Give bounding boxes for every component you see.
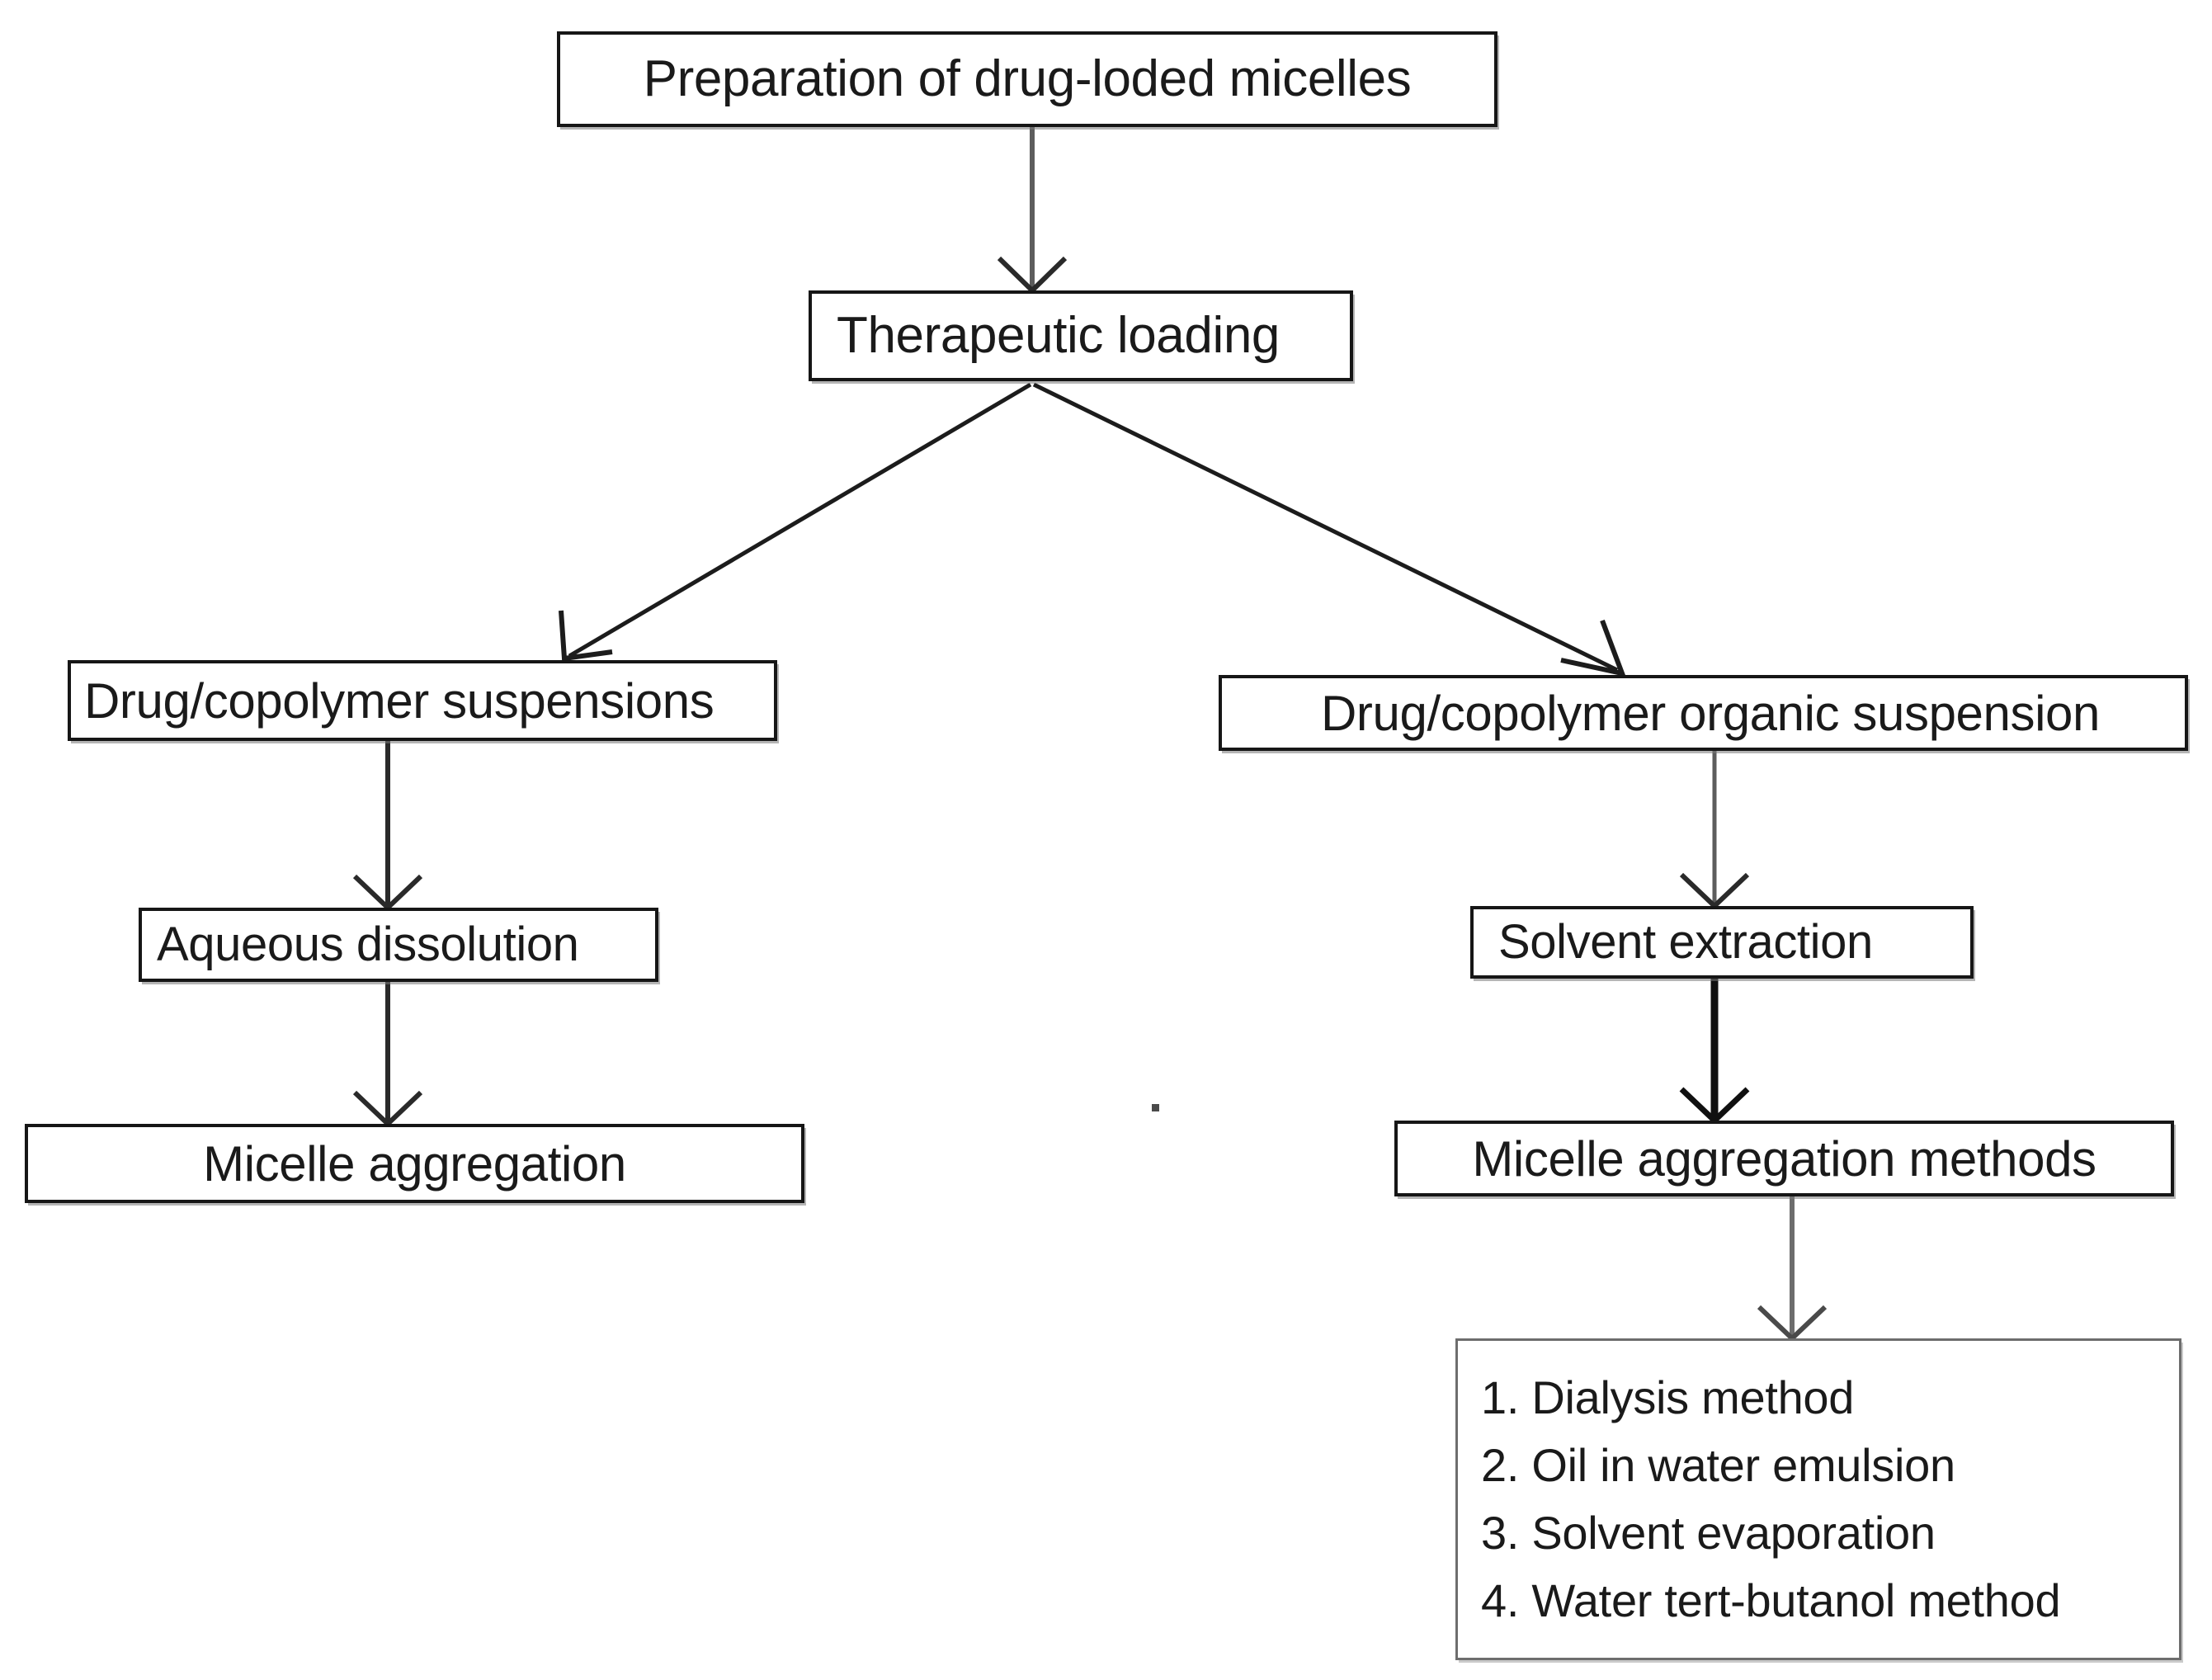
node-label: Drug/copolymer suspensions (84, 672, 715, 729)
list-item: 3. Solvent evaporation (1481, 1507, 1936, 1559)
node-label: Micelle aggregation methods (1472, 1130, 2096, 1187)
list-item: 1. Dialysis method (1481, 1371, 1855, 1423)
edge-suspensions-to-aqueous (352, 741, 423, 912)
edge-aqueous-to-micelle-aggregation (352, 982, 423, 1128)
node-aqueous-dissolution[interactable]: Aqueous dissolution (139, 908, 658, 982)
edge-prep-to-therapeutic (997, 127, 1068, 295)
node-label: Aqueous dissolution (157, 917, 579, 971)
node-preparation-of-drug-loaded-micelles[interactable]: Preparation of drug-loded micelles (557, 31, 1497, 127)
edge-micelle-methods-to-methods-list (1757, 1196, 1828, 1343)
node-label: Preparation of drug-loded micelles (643, 50, 1412, 108)
node-label: Solvent extraction (1498, 914, 1873, 969)
node-label: Drug/copolymer organic suspension (1321, 685, 2100, 741)
node-micelle-aggregation[interactable]: Micelle aggregation (25, 1124, 804, 1203)
node-methods-list[interactable]: 1. Dialysis method 2. Oil in water emuls… (1455, 1338, 2181, 1660)
scan-artifact-dot (1152, 1104, 1159, 1111)
node-therapeutic-loading[interactable]: Therapeutic loading (809, 290, 1353, 381)
edge-organic-suspension-to-solvent-extraction (1679, 751, 1750, 910)
list-item: 2. Oil in water emulsion (1481, 1439, 1955, 1491)
node-drug-copolymer-organic-suspension[interactable]: Drug/copolymer organic suspension (1219, 675, 2188, 751)
edge-solvent-extraction-to-micelle-methods (1679, 979, 1750, 1125)
edge-therapeutic-to-suspensions-left (559, 382, 1032, 662)
node-label: Therapeutic loading (837, 307, 1280, 365)
node-label: Micelle aggregation (203, 1135, 626, 1192)
node-drug-copolymer-suspensions[interactable]: Drug/copolymer suspensions (68, 660, 777, 741)
edge-therapeutic-to-suspension-right (1032, 382, 1626, 677)
node-solvent-extraction[interactable]: Solvent extraction (1470, 906, 1974, 979)
list-item: 4. Water tert-butanol method (1481, 1574, 2061, 1626)
node-micelle-aggregation-methods[interactable]: Micelle aggregation methods (1394, 1121, 2174, 1196)
